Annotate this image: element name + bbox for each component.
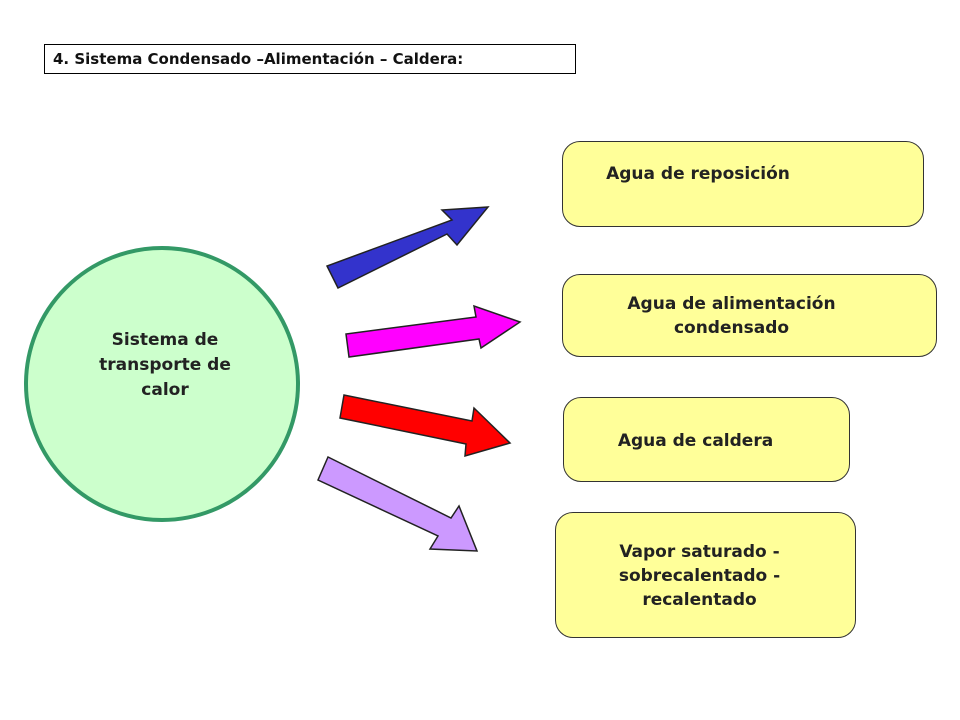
- node-label-line: recalentado: [642, 590, 757, 610]
- node-label-line: condensado: [673, 318, 790, 338]
- source-label-line: Sistema de: [111, 330, 219, 350]
- source-circle: [24, 246, 300, 522]
- node-label-line: Agua de alimentación: [627, 294, 836, 314]
- source-label-line: transporte de: [99, 355, 231, 375]
- arrow-to-agua-de-reposicion: [325, 206, 490, 290]
- source-label-line: calor: [141, 380, 189, 400]
- node-agua-de-alimentacion-condensado: Agua de alimentación condensado: [562, 274, 937, 357]
- arrow-to-vapor: [317, 455, 479, 552]
- arrow-to-agua-de-caldera: [339, 394, 512, 458]
- node-label-line: Vapor saturado -: [619, 542, 780, 562]
- node-agua-de-reposicion: Agua de reposición: [562, 141, 924, 227]
- node-label-line: sobrecalentado -: [618, 566, 781, 586]
- node-agua-de-caldera: Agua de caldera: [563, 397, 850, 482]
- source-node-label: Sistema de transporte de calor: [70, 328, 260, 403]
- node-vapor-saturado: Vapor saturado - sobrecalentado - recale…: [555, 512, 856, 638]
- node-label-line: Agua de caldera: [617, 431, 774, 451]
- slide-title: 4. Sistema Condensado –Alimentación – Ca…: [44, 44, 576, 74]
- arrow-to-agua-de-alimentacion: [345, 304, 522, 358]
- node-label-line: Agua de reposición: [606, 164, 790, 184]
